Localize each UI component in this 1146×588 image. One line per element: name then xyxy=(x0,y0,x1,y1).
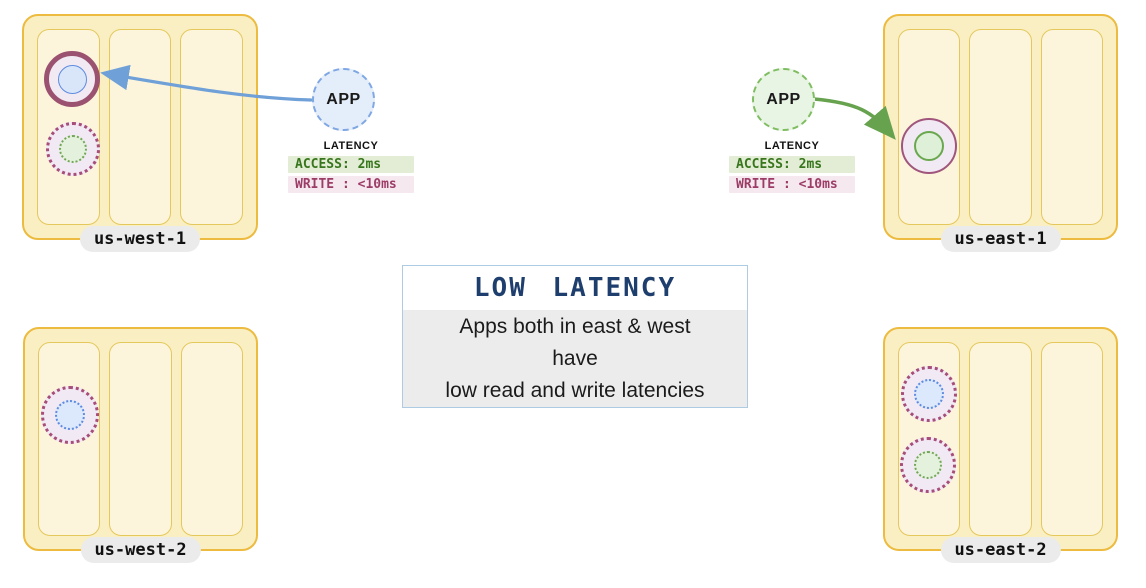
availability-zone xyxy=(109,342,172,536)
region-label-us-east-1: us-east-1 xyxy=(940,226,1061,252)
availability-zone xyxy=(1040,342,1103,536)
region-label-us-east-2: us-east-2 xyxy=(940,537,1061,563)
region-us-west-2: us-west-2 xyxy=(23,327,258,563)
access-latency-badge: ACCESS: 2ms xyxy=(729,156,855,173)
app-to-east-replica-arrow xyxy=(812,97,896,140)
region-us-east-1: us-east-1 xyxy=(883,14,1118,252)
availability-zone xyxy=(180,29,244,225)
write-latency-badge: WRITE : <10ms xyxy=(729,176,855,193)
callout-line: Apps both in east & west xyxy=(459,315,691,338)
latency-panel-east: LATENCY ACCESS: 2ms WRITE : <10ms xyxy=(729,140,855,196)
latency-panel-west: LATENCY ACCESS: 2ms WRITE : <10ms xyxy=(288,140,414,196)
non-voting-replica-node xyxy=(901,366,957,422)
non-voting-replica-node xyxy=(41,386,99,444)
availability-zone xyxy=(108,29,172,225)
latency-title: LATENCY xyxy=(764,140,820,152)
voting-replica-node xyxy=(44,51,100,107)
availability-zone xyxy=(180,342,243,536)
blue-replica-icon xyxy=(57,64,87,94)
write-latency-badge: WRITE : <10ms xyxy=(288,176,414,193)
region-us-east-2: us-east-2 xyxy=(883,327,1118,563)
app-label: APP xyxy=(326,90,361,108)
non-voting-replica-node xyxy=(900,437,956,493)
app-node-east: APP xyxy=(752,68,815,131)
low-latency-callout: LOW LATENCY Apps both in east & west hav… xyxy=(402,265,748,408)
callout-title: LOW LATENCY xyxy=(473,273,677,303)
non-voting-replica-node xyxy=(46,122,100,176)
callout-header: LOW LATENCY xyxy=(403,266,747,310)
blue-replica-icon xyxy=(55,400,85,430)
voting-replica-node xyxy=(901,118,957,174)
region-us-west-1: us-west-1 xyxy=(22,14,258,252)
availability-zone xyxy=(1040,29,1103,225)
region-label-us-west-2: us-west-2 xyxy=(80,537,201,563)
region-label-us-west-1: us-west-1 xyxy=(79,226,201,252)
app-label: APP xyxy=(766,90,801,108)
availability-zone xyxy=(969,29,1032,225)
access-latency-badge: ACCESS: 2ms xyxy=(288,156,414,173)
latency-title: LATENCY xyxy=(323,140,379,152)
callout-body: Apps both in east & west have low read a… xyxy=(403,310,747,407)
app-node-west: APP xyxy=(312,68,375,131)
green-replica-icon xyxy=(59,135,87,163)
green-replica-icon xyxy=(914,131,944,161)
blue-replica-icon xyxy=(914,379,944,409)
callout-line: low read and write latencies xyxy=(445,379,705,402)
availability-zone xyxy=(969,342,1032,536)
callout-line: have xyxy=(552,347,598,370)
green-replica-icon xyxy=(914,451,942,479)
